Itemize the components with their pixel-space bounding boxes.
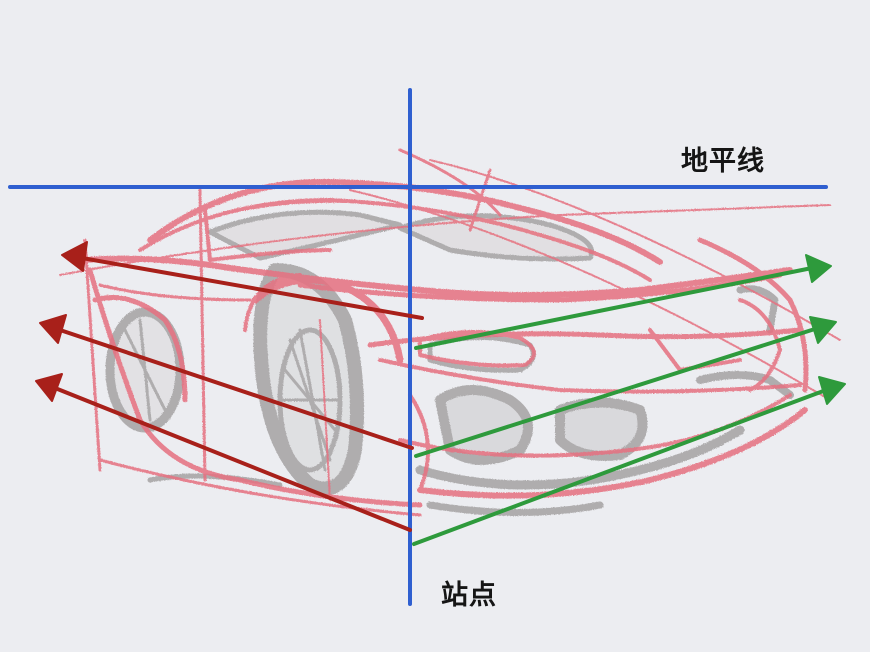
left-arrows bbox=[35, 241, 424, 532]
arrow-head-right-icon bbox=[809, 316, 837, 344]
station-point-label: 站点 bbox=[441, 580, 497, 611]
right-arrow-2 bbox=[414, 326, 820, 458]
car-outline bbox=[59, 148, 841, 517]
arrow-head-left-icon bbox=[39, 314, 67, 344]
arrow-head-right-icon bbox=[818, 376, 846, 405]
arrow-head-right-icon bbox=[805, 254, 832, 283]
right-arrow-1 bbox=[414, 266, 814, 350]
arrow-head-left-icon bbox=[35, 373, 63, 402]
left-arrow-3 bbox=[53, 386, 412, 532]
guide-lines bbox=[8, 88, 828, 606]
horizon-line-label: 地平线 bbox=[681, 146, 765, 177]
left-arrow-2 bbox=[58, 328, 414, 450]
arrow-head-left-icon bbox=[61, 241, 88, 272]
left-arrow-1 bbox=[80, 256, 424, 320]
right-arrow-3 bbox=[412, 388, 828, 546]
right-arrows bbox=[412, 254, 846, 546]
car-sketch bbox=[59, 148, 841, 517]
